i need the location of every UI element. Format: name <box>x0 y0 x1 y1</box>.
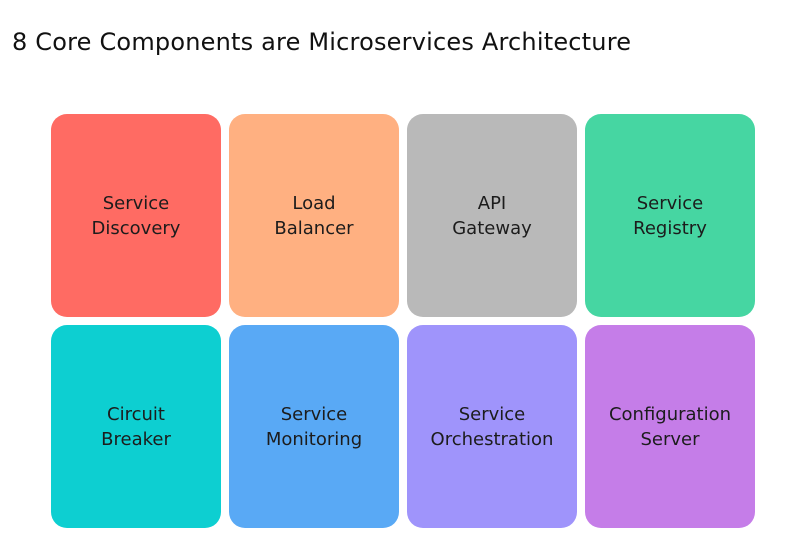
card-label: Service Discovery <box>92 191 181 241</box>
card-label-line1: Load <box>292 192 336 214</box>
card-label-line2: Orchestration <box>430 428 554 450</box>
card-label: Service Monitoring <box>266 402 362 452</box>
card-label-line1: Service <box>458 403 526 425</box>
card-label: API Gateway <box>452 191 532 241</box>
card-load-balancer: Load Balancer <box>229 114 399 317</box>
card-label-line2: Discovery <box>91 217 181 239</box>
card-label-line2: Registry <box>633 217 707 239</box>
card-configuration-server: Configuration Server <box>585 325 755 528</box>
page-title: 8 Core Components are Microservices Arch… <box>12 28 632 56</box>
card-circuit-breaker: Circuit Breaker <box>51 325 221 528</box>
card-label: Service Registry <box>633 191 707 241</box>
card-label-line2: Server <box>640 428 700 450</box>
card-label-line1: Configuration <box>608 403 732 425</box>
card-label-line2: Breaker <box>101 428 171 450</box>
card-label-line2: Monitoring <box>265 428 363 450</box>
card-service-discovery: Service Discovery <box>51 114 221 317</box>
card-label-line1: Circuit <box>107 403 165 425</box>
card-label: Circuit Breaker <box>101 402 171 452</box>
card-label-line1: API <box>477 192 507 214</box>
card-label-line1: Service <box>102 192 170 214</box>
card-label-line2: Balancer <box>274 217 354 239</box>
card-label-line2: Gateway <box>452 217 532 239</box>
card-label: Load Balancer <box>274 191 353 241</box>
components-grid: Service Discovery Load Balancer API Gate… <box>51 114 755 528</box>
card-label-line1: Service <box>280 403 348 425</box>
card-service-registry: Service Registry <box>585 114 755 317</box>
card-label-line1: Service <box>636 192 704 214</box>
card-label: Configuration Server <box>609 402 731 452</box>
card-service-orchestration: Service Orchestration <box>407 325 577 528</box>
card-service-monitoring: Service Monitoring <box>229 325 399 528</box>
card-api-gateway: API Gateway <box>407 114 577 317</box>
card-label: Service Orchestration <box>431 402 554 452</box>
